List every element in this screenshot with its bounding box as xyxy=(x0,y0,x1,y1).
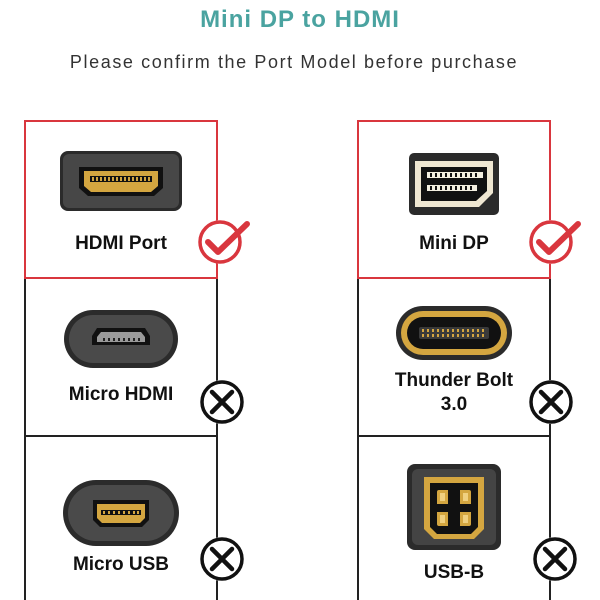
cross-mark-icon xyxy=(533,537,577,581)
port-option-mini-dp: Mini DP xyxy=(357,120,551,279)
port-option-micro-usb: Micro USB xyxy=(24,437,218,600)
port-option-hdmi: HDMI Port xyxy=(24,120,218,279)
check-mark-icon xyxy=(198,220,250,264)
cross-mark-icon xyxy=(200,537,244,581)
port-label: HDMI Port xyxy=(75,233,167,254)
port-option-thunderbolt: Thunder Bolt 3.0 xyxy=(357,279,551,437)
mini-dp-icon xyxy=(359,152,549,216)
port-option-usb-b: USB-B xyxy=(357,437,551,600)
usb-b-icon xyxy=(359,463,549,551)
cross-mark-icon xyxy=(529,380,573,424)
port-label: Micro USB xyxy=(72,554,170,575)
port-label: USB-B xyxy=(423,562,485,583)
cross-mark-icon xyxy=(200,380,244,424)
port-label-line-1: Thunder Bolt xyxy=(394,370,514,391)
check-mark-icon xyxy=(529,220,581,264)
page-subtitle: Please confirm the Port Model before pur… xyxy=(69,52,519,72)
port-option-micro-hdmi: Micro HDMI xyxy=(24,279,218,437)
port-label: Mini DP xyxy=(419,233,489,254)
micro-hdmi-icon xyxy=(26,309,216,369)
port-label-line-2: 3.0 xyxy=(440,394,468,415)
hdmi-port-icon xyxy=(26,150,216,212)
thunderbolt-icon xyxy=(359,305,549,361)
port-label: Micro HDMI xyxy=(68,384,174,405)
page-title: Mini DP to HDMI xyxy=(200,6,400,33)
micro-usb-icon xyxy=(26,479,216,547)
